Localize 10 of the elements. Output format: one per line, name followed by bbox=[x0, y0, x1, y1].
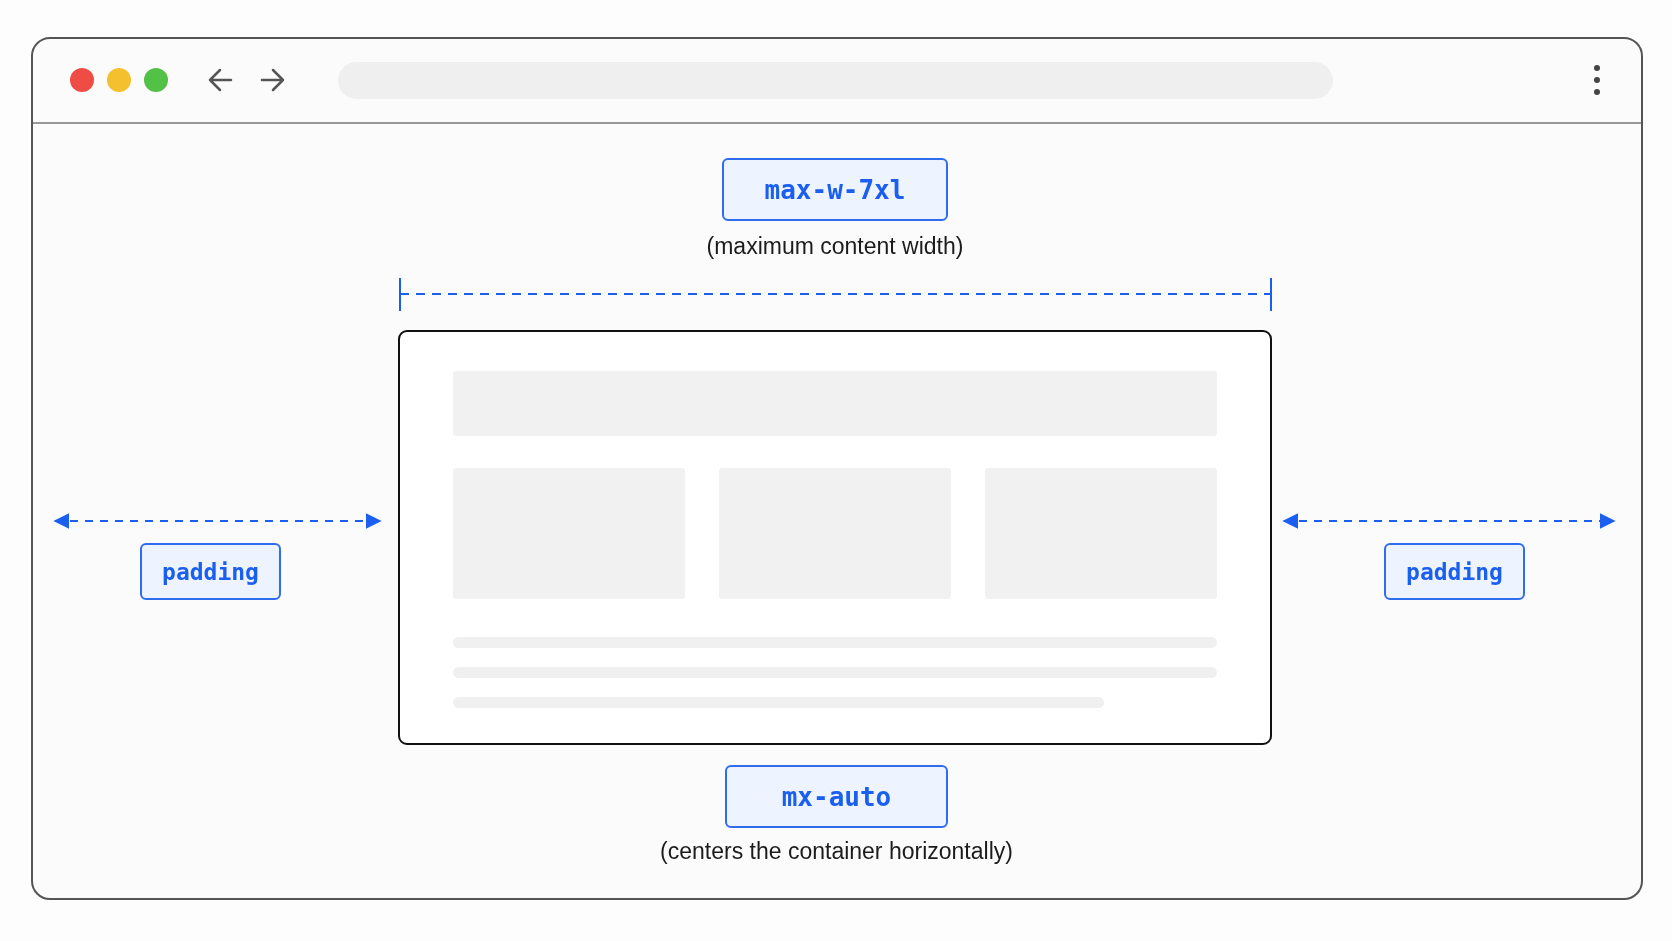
class-name: max-w-7xl bbox=[764, 174, 906, 205]
label-box bbox=[1384, 543, 1525, 600]
node-label: (centers the container horizontally) bbox=[660, 838, 1013, 865]
label-box bbox=[140, 543, 281, 600]
label-box bbox=[722, 158, 948, 221]
label-box bbox=[725, 765, 948, 828]
class-name: mx-auto bbox=[781, 781, 892, 812]
class-name: padding bbox=[1406, 558, 1503, 585]
node-label: (maximum content width) bbox=[706, 233, 964, 260]
class-name: padding bbox=[162, 558, 259, 585]
